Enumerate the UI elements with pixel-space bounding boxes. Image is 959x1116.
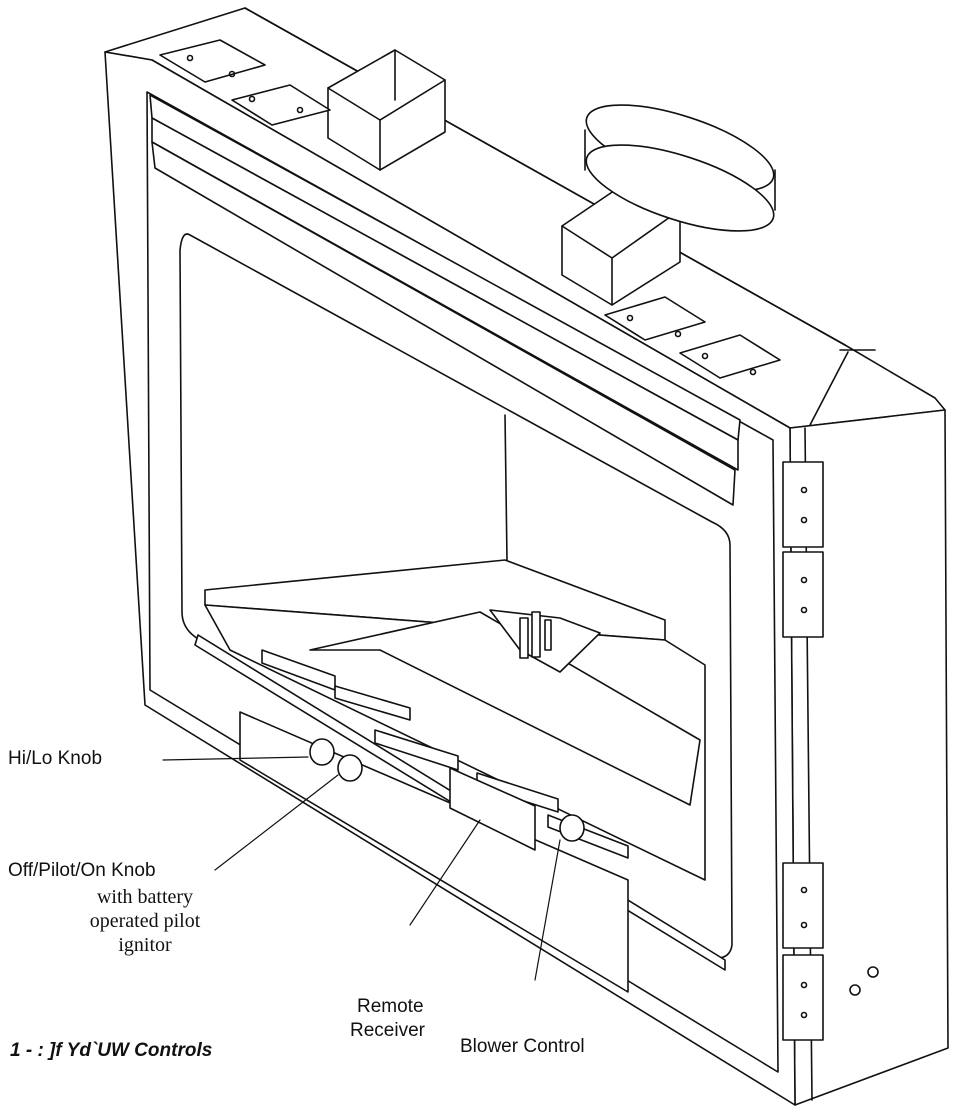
control-panel bbox=[239, 711, 629, 993]
battery-label-line-1: with battery bbox=[96, 886, 194, 908]
figure-caption: 1 - : ]f Yd`UW Controls bbox=[10, 1040, 213, 1061]
blower-control-label: Blower Control bbox=[460, 1036, 585, 1057]
leader-lines bbox=[162, 756, 561, 981]
hilo-knob bbox=[309, 738, 335, 766]
hilo-knob-label: Hi/Lo Knob bbox=[8, 748, 103, 769]
off-pilot-on-knob bbox=[337, 754, 363, 782]
vent-collar bbox=[584, 104, 776, 232]
off-pilot-on-knob-label: Off/Pilot/On Knob bbox=[8, 860, 156, 881]
screws bbox=[186, 54, 879, 1019]
remote-receiver-label-line-1: Remote bbox=[357, 996, 424, 1017]
remote-receiver-label-line-2: Receiver bbox=[350, 1020, 425, 1041]
mounting-brackets bbox=[159, 39, 824, 1041]
battery-label-line-3: ignitor bbox=[118, 934, 172, 956]
louver bbox=[149, 94, 741, 506]
battery-label-line-2: operated pilot bbox=[89, 910, 201, 932]
blower-knob bbox=[559, 814, 585, 842]
logs bbox=[261, 649, 629, 859]
heat-shield-left bbox=[327, 49, 446, 171]
